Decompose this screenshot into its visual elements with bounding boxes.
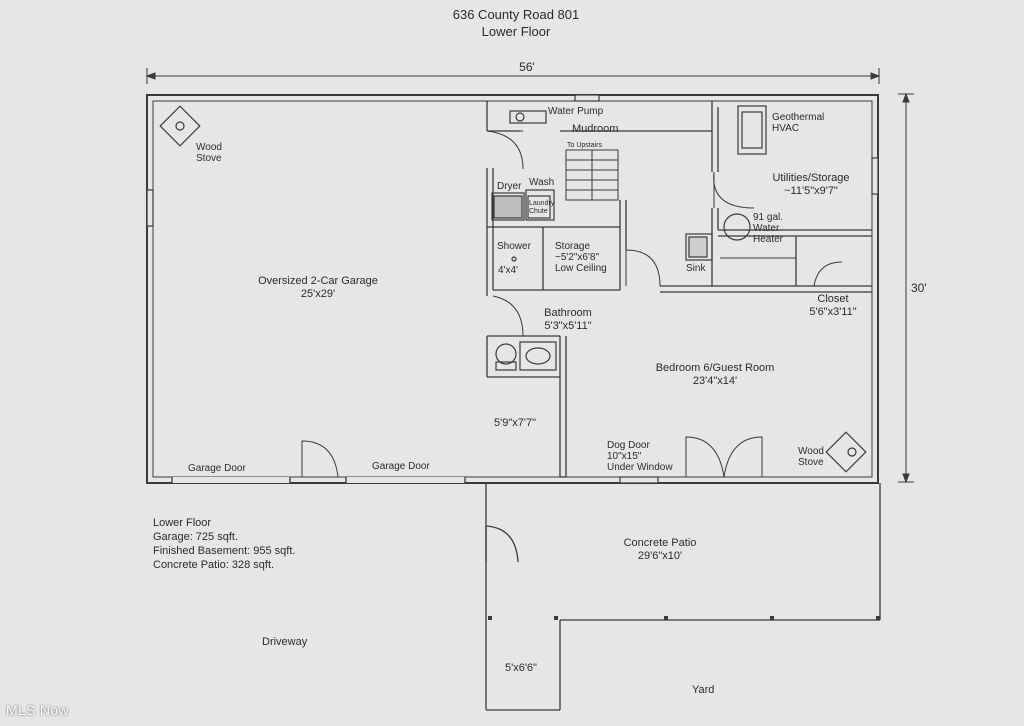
summary-garage: Garage: 725 sqft.	[153, 531, 238, 543]
closet-label: Closet 5'6"x3'11"	[809, 293, 857, 318]
washer-label: Wash	[529, 177, 555, 188]
address-title: 636 County Road 801	[452, 7, 580, 22]
shower-label: Shower	[497, 241, 531, 252]
garage-door-left-label: Garage Door	[188, 463, 246, 474]
staircase	[565, 149, 619, 201]
water-pump-label: Water Pump	[548, 106, 604, 117]
utilities-storage-label: Utilities/Storage ~11'5"x9'7"	[772, 172, 850, 197]
bathroom-label: Bathroom 5'3"x5'11"	[544, 307, 592, 332]
fixtures	[159, 105, 867, 473]
summary-patio: Concrete Patio: 328 sqft.	[153, 559, 275, 571]
garage-label: Oversized 2-Car Garage 25'x29'	[258, 275, 378, 300]
floor-title: Lower Floor	[481, 24, 551, 39]
storage-label: Storage ~5'2"x6'8" Low Ceiling	[555, 241, 607, 274]
mudroom-label: Mudroom	[572, 123, 619, 135]
bedroom-label: Bedroom 6/Guest Room 23'4"x14'	[655, 362, 775, 387]
to-upstairs-label: To Upstairs	[567, 142, 603, 149]
windows	[146, 94, 879, 484]
walkway-size-label: 5'x6'6"	[505, 662, 537, 674]
wood-stove-garage-label: Wood Stove	[196, 142, 222, 164]
dryer-label: Dryer	[497, 181, 522, 192]
laundry-chute-label: Laundry Chute	[529, 200, 555, 215]
outer-walls	[146, 94, 879, 484]
driveway-label: Driveway	[262, 636, 308, 648]
geothermal-hvac-label: Geothermal HVAC	[772, 112, 825, 134]
interior-walls	[486, 101, 872, 478]
mls-watermark: MLS Now	[6, 702, 69, 718]
overall-width-dimension: 56'	[519, 60, 535, 74]
wood-stove-bedroom-label: Wood Stove	[798, 446, 824, 468]
water-heater-label: 91 gal. Water Heater	[753, 212, 784, 245]
summary-title: Lower Floor	[153, 517, 212, 529]
patio-posts	[488, 616, 880, 620]
shower-size: 4'x4'	[498, 265, 518, 276]
garage-door-right-label: Garage Door	[372, 461, 430, 472]
hall-size-label: 5'9"x7'7"	[494, 417, 536, 429]
concrete-patio-outline	[485, 483, 881, 711]
overall-depth-dimension: 30'	[911, 281, 927, 295]
concrete-patio-label: Concrete Patio 29'6"x10'	[623, 537, 697, 562]
dimension-lines	[145, 68, 914, 484]
summary-basement: Finished Basement: 955 sqft.	[153, 545, 296, 557]
doors	[301, 130, 843, 478]
square-footage-summary: Lower Floor Garage: 725 sqft. Finished B…	[153, 516, 295, 572]
sink-label: Sink	[686, 263, 706, 274]
yard-label: Yard	[692, 684, 715, 696]
dog-door-label: Dog Door 10"x15" Under Window	[607, 440, 673, 473]
